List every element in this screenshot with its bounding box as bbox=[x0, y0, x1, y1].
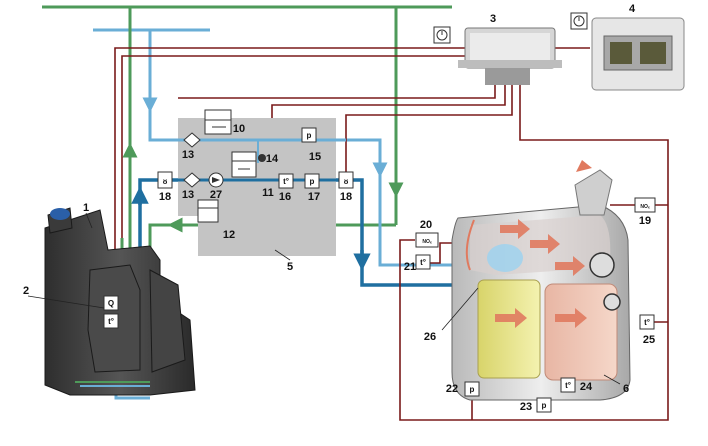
label-23: 23 bbox=[520, 401, 532, 413]
label-4: 4 bbox=[629, 3, 636, 15]
label-10: 10 bbox=[233, 123, 245, 135]
label-12: 12 bbox=[223, 229, 235, 241]
sensor-25-symbol: t° bbox=[644, 318, 650, 327]
ecu-icon-left bbox=[433, 26, 451, 44]
catalytic-converter bbox=[451, 160, 631, 401]
label-20: 20 bbox=[420, 219, 432, 231]
sensor-2-temp-symbol: t° bbox=[108, 317, 114, 326]
label-6: 6 bbox=[623, 383, 629, 395]
check-valve-14 bbox=[258, 154, 266, 162]
heater-18-right: ᴕ bbox=[338, 171, 354, 189]
sensor-22-symbol: p bbox=[470, 385, 475, 394]
filter-13-bottom bbox=[183, 172, 201, 188]
tank-sensor-unit bbox=[75, 295, 150, 387]
label-15: 15 bbox=[309, 151, 321, 163]
label-26: 26 bbox=[424, 331, 436, 343]
label-18-right: 18 bbox=[340, 191, 352, 203]
label-13-top: 13 bbox=[182, 149, 194, 161]
valve-11 bbox=[231, 151, 257, 178]
sensor-20-symbol: NOₓ bbox=[422, 239, 432, 245]
leader-lines bbox=[27, 212, 621, 385]
label-14: 14 bbox=[266, 153, 279, 165]
control-unit-3 bbox=[458, 27, 562, 85]
label-5: 5 bbox=[287, 261, 293, 273]
pump-27 bbox=[208, 172, 224, 188]
label-17: 17 bbox=[308, 191, 320, 203]
component-labels: 1 2 3 4 5 6 10 11 12 13 13 14 15 16 17 1… bbox=[23, 3, 655, 413]
svg-text:ᴕ: ᴕ bbox=[163, 177, 168, 186]
sensor-15-symbol: p bbox=[307, 131, 312, 140]
label-11: 11 bbox=[262, 187, 274, 199]
sensor-symbols: p t° p NOₓ NOₓ t° t° p p t° Q t° bbox=[108, 131, 650, 410]
tank bbox=[44, 207, 196, 396]
sensor-17-symbol: p bbox=[310, 177, 315, 186]
sensor-2-level-symbol: Q bbox=[108, 299, 114, 308]
valve-10 bbox=[204, 109, 232, 135]
label-21: 21 bbox=[404, 261, 416, 273]
sensor-16-symbol: t° bbox=[283, 177, 289, 186]
label-3: 3 bbox=[490, 13, 496, 25]
sensor-boxes bbox=[278, 127, 656, 413]
ecu-icon-right bbox=[570, 12, 588, 30]
label-18-left: 18 bbox=[159, 191, 171, 203]
label-24: 24 bbox=[580, 381, 593, 393]
heater-18-left: ᴕ bbox=[157, 171, 173, 189]
sensor-24-symbol: t° bbox=[565, 381, 571, 390]
ecu-4 bbox=[591, 17, 685, 91]
label-27: 27 bbox=[210, 189, 222, 201]
label-13-bottom: 13 bbox=[182, 189, 194, 201]
label-25: 25 bbox=[643, 334, 655, 346]
label-19: 19 bbox=[639, 215, 651, 227]
sensor-19-symbol: NOₓ bbox=[640, 204, 650, 210]
sensor-21-symbol: t° bbox=[420, 258, 426, 267]
svg-text:ᴕ: ᴕ bbox=[344, 177, 349, 186]
dosing-module bbox=[150, 118, 362, 256]
label-1: 1 bbox=[83, 202, 89, 214]
label-2: 2 bbox=[23, 285, 29, 297]
valve-12 bbox=[197, 199, 219, 223]
label-16: 16 bbox=[279, 191, 291, 203]
label-22: 22 bbox=[446, 383, 458, 395]
filter-13-top bbox=[183, 132, 201, 148]
sensor-23-symbol: p bbox=[542, 401, 547, 410]
